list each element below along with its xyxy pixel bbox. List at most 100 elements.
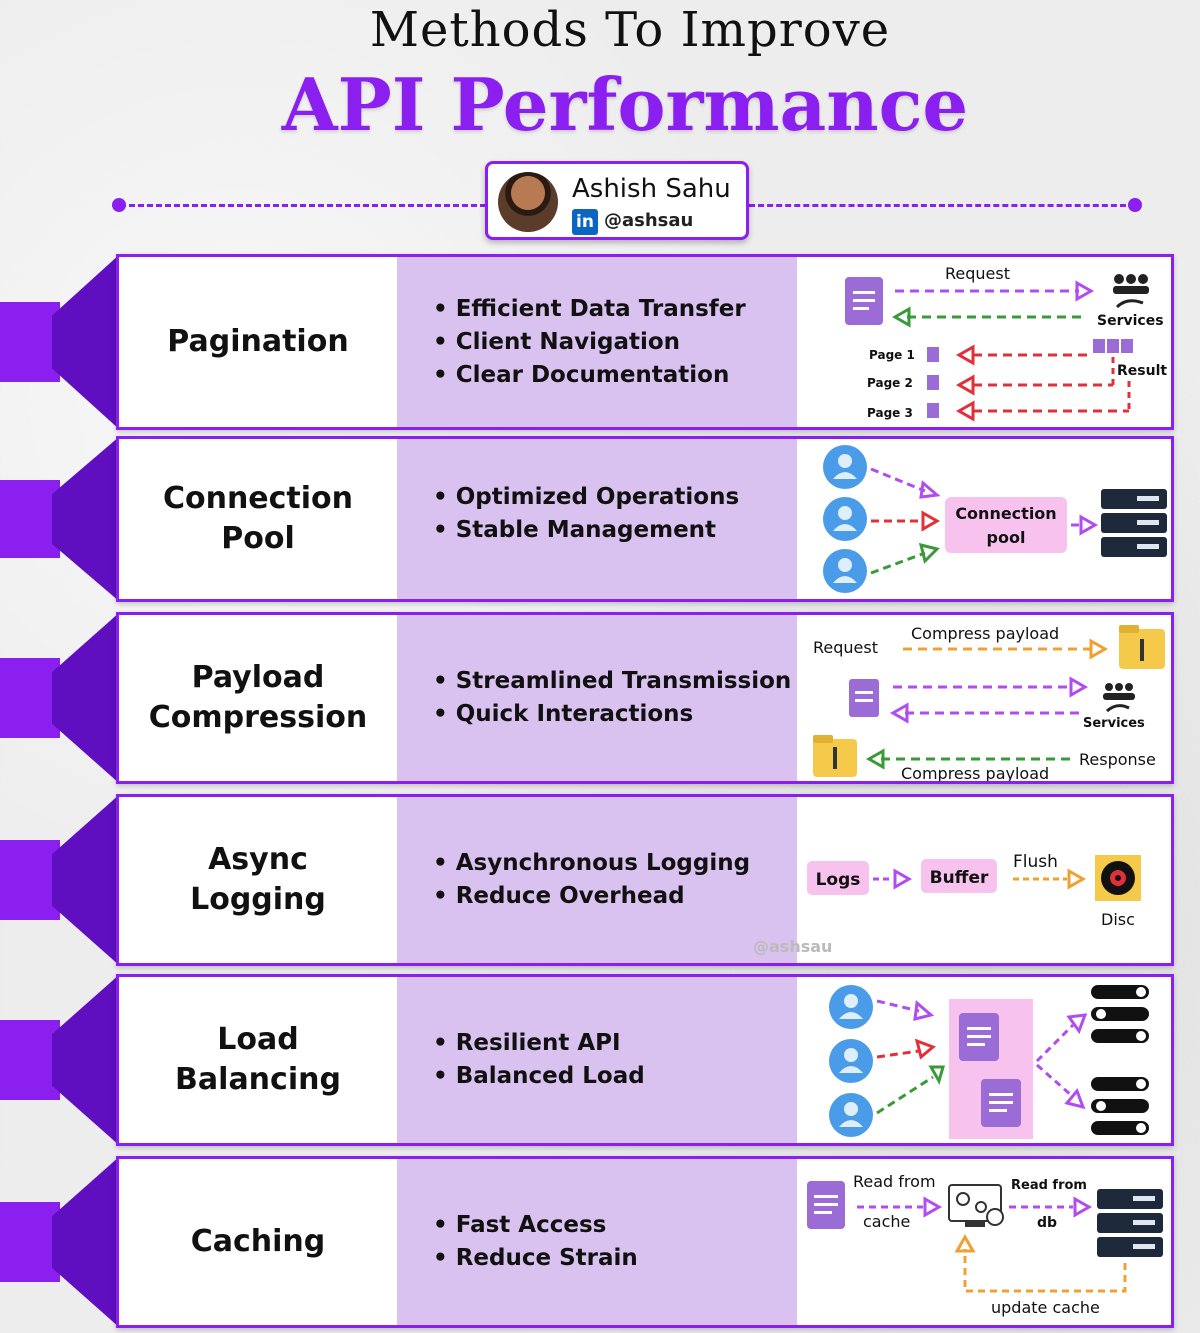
services-icon [1113, 274, 1149, 309]
read-cache-label-1: Read from [853, 1172, 936, 1191]
point-item: • Fast Access [433, 1212, 607, 1238]
point-item: • Reduce Overhead [433, 883, 685, 909]
cache-server-icon [948, 1184, 1004, 1227]
document-icon [959, 1013, 999, 1061]
watermark: @ashsau [753, 937, 833, 956]
divider-dot-right [1128, 198, 1142, 212]
document-icon [845, 277, 883, 325]
user-icon [829, 1039, 873, 1083]
row-tab [0, 840, 60, 920]
point-item: • Streamlined Transmission [433, 668, 792, 694]
read-db-label-2: db [1037, 1215, 1057, 1231]
user-icon [823, 497, 867, 541]
method-card: Caching • Fast Access • Reduce Strain Re… [116, 1156, 1174, 1328]
point-item: • Efficient Data Transfer [433, 295, 746, 322]
page-1-label: Page 1 [869, 348, 915, 362]
buffer-box [921, 859, 997, 893]
user-icon [829, 1093, 873, 1137]
point-item: • Client Navigation [433, 328, 681, 355]
page-2-label: Page 2 [867, 376, 913, 390]
zip-folder-icon [813, 735, 857, 777]
pool-label-1: Connection [955, 504, 1056, 523]
buffer-label: Buffer [930, 868, 989, 888]
load-balancing-diagram [797, 977, 1174, 1143]
pool-label-2: pool [987, 528, 1026, 547]
caching-diagram: Read from cache Read from db update cach… [797, 1159, 1174, 1325]
row-tab-connector [52, 612, 120, 784]
logs-box [807, 861, 869, 895]
server-icon [1101, 489, 1167, 557]
method-points: • Efficient Data Transfer • Client Navig… [397, 257, 797, 427]
method-points: • Streamlined Transmission • Quick Inter… [397, 615, 797, 781]
author-card: Ashish Sahu in @ashsau [485, 161, 749, 240]
page-3-label: Page 3 [867, 406, 913, 420]
server-icon [1091, 1077, 1149, 1135]
result-label: Result [1117, 363, 1167, 379]
method-label: Pagination [167, 323, 349, 359]
server-icon [1097, 1189, 1163, 1257]
method-row-caching: Caching • Fast Access • Reduce Strain Re… [0, 1156, 1200, 1328]
method-points: • Optimized Operations • Stable Manageme… [397, 439, 797, 599]
row-tab-connector [52, 1156, 120, 1328]
method-row-pagination: Pagination • Efficient Data Transfer • C… [0, 254, 1200, 430]
divider-dot-left [112, 198, 126, 212]
disc-icon [1095, 855, 1141, 901]
row-tab-connector [52, 974, 120, 1146]
payload-compression-diagram: Request Compress payload Services Respon… [797, 615, 1174, 781]
read-cache-label-2: cache [863, 1212, 910, 1231]
read-db-label-1: Read from [1011, 1178, 1087, 1193]
response-label: Response [1079, 750, 1156, 769]
method-points: • Resilient API • Balanced Load [397, 977, 797, 1143]
pagination-diagram: Request Services Result Page 1 Page 2 Pa… [797, 257, 1174, 427]
update-cache-label: update cache [991, 1298, 1100, 1317]
result-icon [1093, 339, 1133, 353]
row-tab [0, 302, 60, 382]
point-item: • Clear Documentation [433, 361, 730, 388]
disc-label: Disc [1101, 910, 1135, 929]
point-item: • Optimized Operations [433, 484, 740, 510]
request-label: Request [945, 264, 1010, 283]
connection-pool-box [945, 497, 1067, 553]
divider-line-right [749, 204, 1135, 207]
point-item: • Reduce Strain [433, 1245, 638, 1271]
compress-payload-bottom-label: Compress payload [901, 764, 1049, 781]
user-icon [823, 445, 867, 489]
document-icon [807, 1181, 845, 1229]
linkedin-icon: in [572, 209, 598, 235]
point-item: • Resilient API [433, 1030, 621, 1056]
logs-label: Logs [816, 870, 861, 890]
services-label: Services [1083, 716, 1145, 731]
row-tab-connector [52, 436, 120, 602]
connection-pool-diagram: Connection pool [797, 439, 1174, 599]
point-item: • Asynchronous Logging [433, 850, 751, 876]
page-title: API Performance [281, 62, 969, 147]
method-label: Caching [190, 1223, 326, 1259]
async-logging-diagram: Logs Buffer Flush Disc [797, 797, 1174, 963]
author-name: Ashish Sahu [572, 174, 731, 204]
method-card: Pagination • Efficient Data Transfer • C… [116, 254, 1174, 430]
avatar [498, 172, 558, 232]
flush-label: Flush [1013, 852, 1058, 872]
server-icon [1091, 985, 1149, 1043]
request-label: Request [813, 638, 878, 657]
title-line-1: Methods To Improve [369, 2, 891, 58]
point-item: • Balanced Load [433, 1063, 645, 1089]
row-tab-connector [52, 794, 120, 966]
user-icon [823, 549, 867, 593]
compress-payload-top-label: Compress payload [911, 624, 1059, 643]
document-icon [981, 1079, 1021, 1127]
services-icon [1103, 683, 1135, 713]
document-icon [849, 679, 879, 717]
row-tab [0, 1020, 60, 1100]
point-item: • Stable Management [433, 517, 717, 543]
method-points: • Asynchronous Logging • Reduce Overhead [397, 797, 797, 963]
